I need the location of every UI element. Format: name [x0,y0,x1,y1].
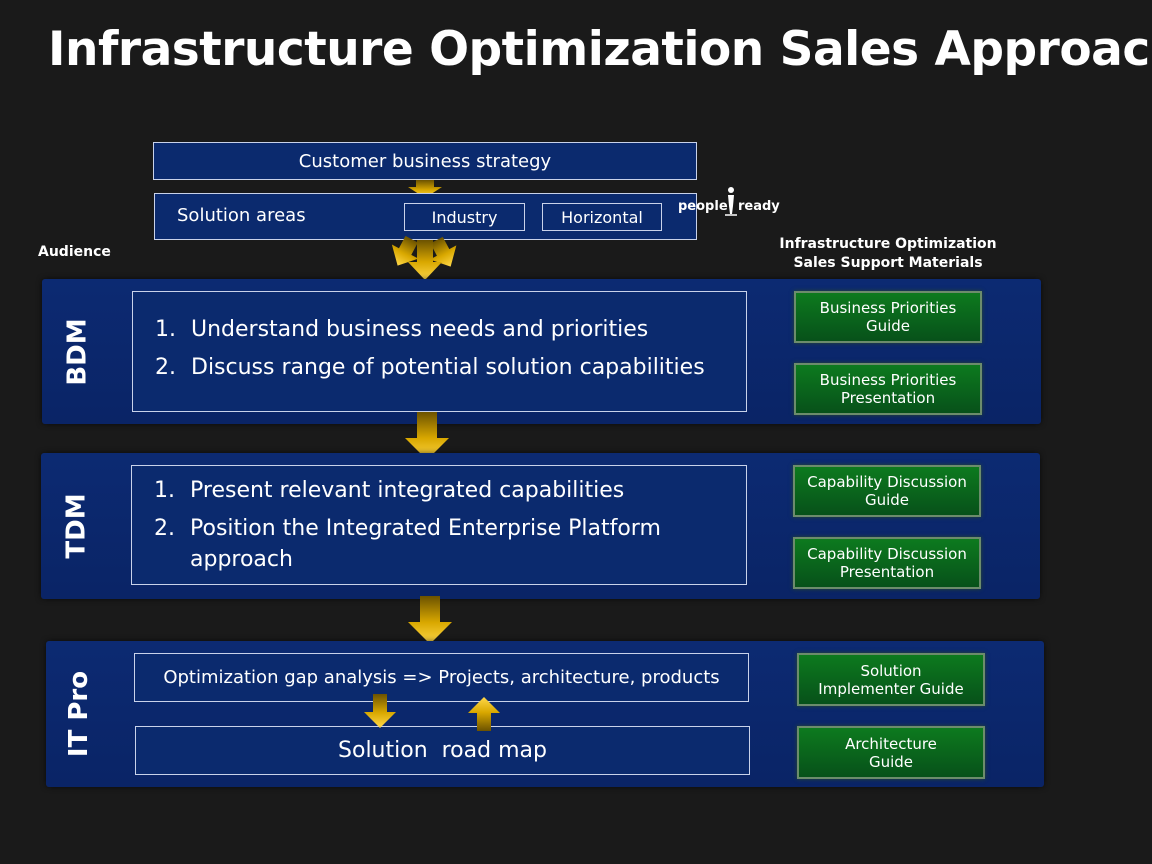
tdm-panel: TDM 1. Present relevant integrated capab… [41,453,1040,599]
button-line: Guide [865,317,911,335]
industry-box: Industry [404,203,525,231]
button-line: Implementer Guide [818,679,964,698]
gap-analysis-box: Optimization gap analysis => Projects, a… [134,653,749,702]
itpro-label-wrap: IT Pro [46,641,112,787]
itpro-label: IT Pro [64,670,95,758]
button-line: Business Priorities [819,371,957,389]
step-number: 2. [154,516,175,541]
button-line: Guide [864,491,910,509]
tdm-label: TDM [61,493,92,559]
materials-header-line1: Infrastructure Optimization [779,236,997,252]
bdm-steps-box: 1. Understand business needs and priorit… [132,291,747,412]
button-line: Architecture [845,734,937,753]
button-line: Capability Discussion [807,473,967,491]
down-arrow-icon [405,412,449,460]
horizontal-box: Horizontal [542,203,662,231]
customer-strategy-box: Customer business strategy [153,142,697,180]
button-line: Capability Discussion [807,545,967,563]
solution-areas-box: Solution areas Industry Horizontal [154,193,697,240]
people-ready-logo: people ready [678,186,788,220]
step-text: Present relevant integrated capabilities [190,478,625,503]
audience-label: Audience [38,244,111,260]
person-figure-icon [725,187,737,216]
button-line: Presentation [839,563,935,581]
tdm-step: 2. Position the Integrated Enterprise Pl… [154,513,746,575]
step-text: Position the Integrated Enterprise Platf… [190,516,661,541]
tdm-step: 1. Present relevant integrated capabilit… [154,475,746,506]
down-arrow-icon [364,694,396,728]
step-text: Discuss range of potential solution capa… [191,355,705,380]
bdm-step: 2. Discuss range of potential solution c… [155,352,746,383]
step-text: Understand business needs and priorities [191,317,649,342]
materials-header: Infrastructure Optimization Sales Suppor… [768,235,1008,273]
tdm-steps-box: 1. Present relevant integrated capabilit… [131,465,747,585]
button-line: Business Priorities [819,299,957,317]
logo-text-ready: ready [738,199,780,214]
logo-text-people: people [678,199,728,214]
step-text: approach [190,547,293,572]
step-number: 1. [155,317,176,342]
down-arrow-icon [408,596,452,644]
step-number: 2. [155,355,176,380]
materials-header-line2: Sales Support Materials [793,255,983,271]
bdm-panel: BDM 1. Understand business needs and pri… [42,279,1041,424]
tdm-label-wrap: TDM [41,453,113,599]
page-title: Infrastructure Optimization Sales Approa… [48,22,1152,77]
step-number: 1. [154,478,175,503]
up-arrow-icon [468,697,500,731]
bdm-label-wrap: BDM [42,279,114,424]
bdm-label: BDM [63,317,93,386]
fan-arrows-icon [391,235,457,280]
button-line: Guide [868,752,914,771]
button-line: Presentation [840,389,936,407]
road-map-box: Solution road map [135,726,750,775]
solution-areas-label: Solution areas [177,205,306,226]
bdm-step: 1. Understand business needs and priorit… [155,314,746,345]
down-arrow-icon [408,180,442,198]
button-line: Solution [860,661,922,680]
itpro-panel: IT Pro Optimization gap analysis => Proj… [46,641,1044,787]
